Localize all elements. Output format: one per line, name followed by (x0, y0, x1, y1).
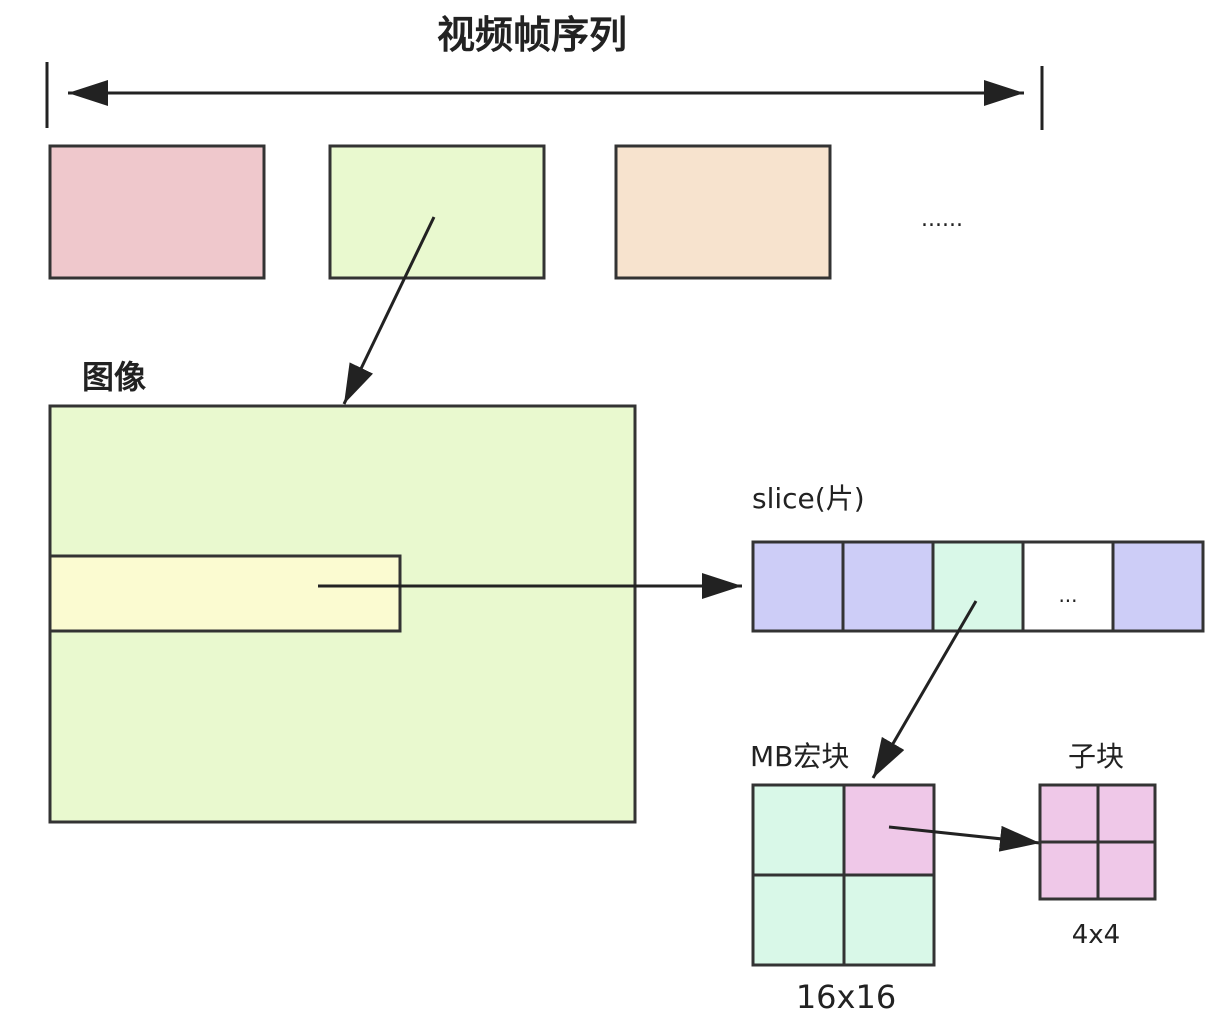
macroblock-size-label: 16x16 (796, 978, 896, 1016)
macroblock-cell (842, 873, 936, 967)
macroblock-cell (842, 783, 936, 877)
frame-3 (614, 144, 832, 280)
image-slice-strip (48, 554, 402, 633)
subblock-grid (1038, 783, 1157, 901)
subblock-size-label: 4x4 (1072, 920, 1120, 950)
subblock-cell (1038, 840, 1100, 901)
frame-2 (328, 144, 546, 280)
subblock-cell (1096, 783, 1157, 844)
macroblock-grid (751, 783, 936, 967)
macroblock-cell (751, 873, 846, 967)
frames-ellipsis: ...... (921, 207, 963, 232)
sequence-title: 视频帧序列 (437, 13, 627, 57)
frame-1 (48, 144, 266, 280)
slice-row: ... (751, 540, 1205, 633)
macroblock-label: MB宏块 (750, 740, 849, 773)
slice-cell (841, 540, 935, 633)
macroblock-cell (751, 783, 846, 877)
sequence-span-arrow (45, 62, 1044, 130)
slice-cell-ellipsis: ... (1058, 583, 1077, 607)
arrow-macroblock-to-subblock (888, 825, 1041, 852)
arrow-slice-to-macroblock (871, 600, 978, 779)
slice-cell (931, 540, 1025, 633)
subblock-cell (1096, 840, 1157, 901)
slice-cell (751, 540, 845, 633)
slice-label: slice(片) (752, 482, 865, 515)
subblock-cell (1038, 783, 1100, 844)
image-label: 图像 (82, 358, 146, 396)
slice-cell (1111, 540, 1205, 633)
arrow-frame-to-image (342, 216, 436, 405)
subblock-label: 子块 (1068, 740, 1124, 773)
